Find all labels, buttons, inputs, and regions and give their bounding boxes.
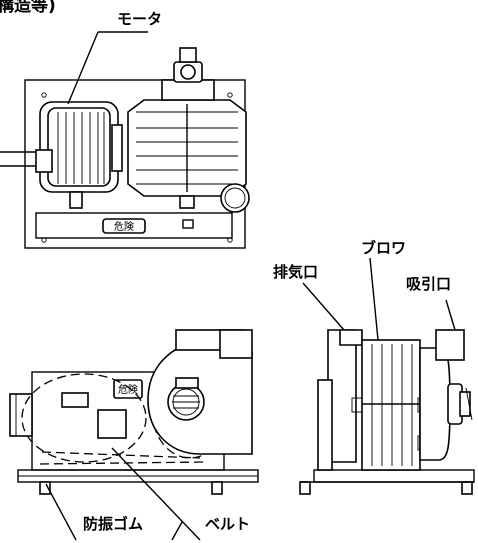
vibration-rubber-left xyxy=(39,481,51,495)
vibration-rubber-right xyxy=(211,481,223,495)
label-exhaust-port: 排気口 xyxy=(273,263,319,281)
danger-text-front: 危険 xyxy=(118,384,138,396)
danger-text-top: 危険 xyxy=(114,221,134,233)
label-vibration-rubber: 防振ゴム xyxy=(83,515,144,533)
label-intake-port: 吸引口 xyxy=(406,275,452,293)
pulley-hidden-left xyxy=(21,373,147,463)
blower-casing-side xyxy=(361,339,421,471)
label-motor: モータ xyxy=(117,10,163,28)
blower-top xyxy=(127,47,250,213)
danger-plate-top xyxy=(102,218,146,234)
top-view: 危険 xyxy=(0,47,250,249)
heading-fragment: 構造等) xyxy=(0,0,56,16)
intake-duct xyxy=(435,329,465,361)
label-belt: ベルト xyxy=(205,515,251,533)
label-blower: ブロワ xyxy=(361,239,407,257)
side-view xyxy=(299,257,475,495)
front-view: 危険 xyxy=(9,329,259,541)
motor xyxy=(0,101,123,209)
danger-plate-front xyxy=(113,379,143,399)
